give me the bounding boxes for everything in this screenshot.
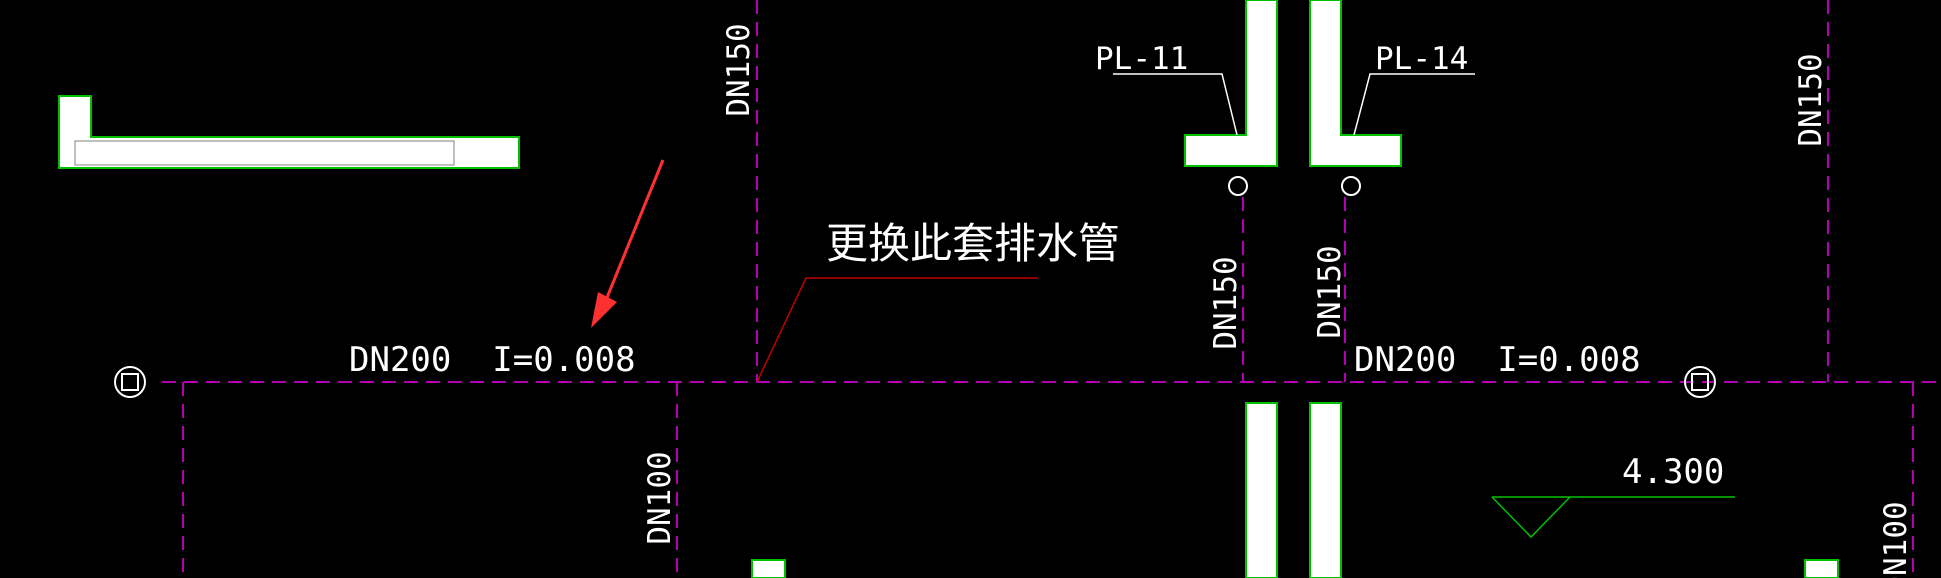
pl-leaders	[1113, 73, 1475, 136]
pipe-lines	[162, 0, 1941, 578]
pipe-riser-pl11-icon	[1228, 176, 1248, 196]
label-dn150-top-right: DN150	[1793, 53, 1829, 146]
label-dn100-right: DN100	[1878, 501, 1914, 578]
note-leader	[756, 277, 1038, 383]
pl11-leader	[1113, 73, 1238, 136]
label-main-left: DN200 I=0.008	[349, 340, 636, 380]
wall-l-right	[1309, 0, 1402, 167]
pipe-riser-pl14-icon	[1341, 176, 1361, 196]
cleanout-right-icon	[1684, 366, 1716, 398]
label-dn100-left: DN100	[642, 451, 678, 544]
pl14-leader	[1353, 73, 1475, 136]
label-dn150-center-right: DN150	[1312, 245, 1348, 338]
wall-lower-center-left	[1245, 402, 1278, 578]
walls	[58, 0, 1839, 578]
wall-lower-center-right	[1309, 402, 1342, 578]
note-replace-drain-pipe: 更换此套排水管	[826, 219, 1120, 268]
wall-bottom-stub-right	[1804, 559, 1839, 578]
wall-bottom-stub-left	[751, 559, 786, 578]
label-dn150-center-left: DN150	[1208, 256, 1244, 349]
label-dn150-top-left: DN150	[721, 23, 757, 116]
label-pl11: PL-11	[1095, 41, 1188, 77]
elevation-triangle-icon	[1491, 496, 1735, 539]
label-elevation: 4.300	[1622, 452, 1724, 492]
red-arrow-icon	[591, 159, 665, 328]
cleanout-left-icon	[114, 366, 146, 398]
wall-top-left-inner	[74, 140, 455, 166]
label-main-right: DN200 I=0.008	[1354, 340, 1641, 380]
label-pl14: PL-14	[1375, 41, 1468, 77]
wall-l-left	[1184, 0, 1278, 167]
